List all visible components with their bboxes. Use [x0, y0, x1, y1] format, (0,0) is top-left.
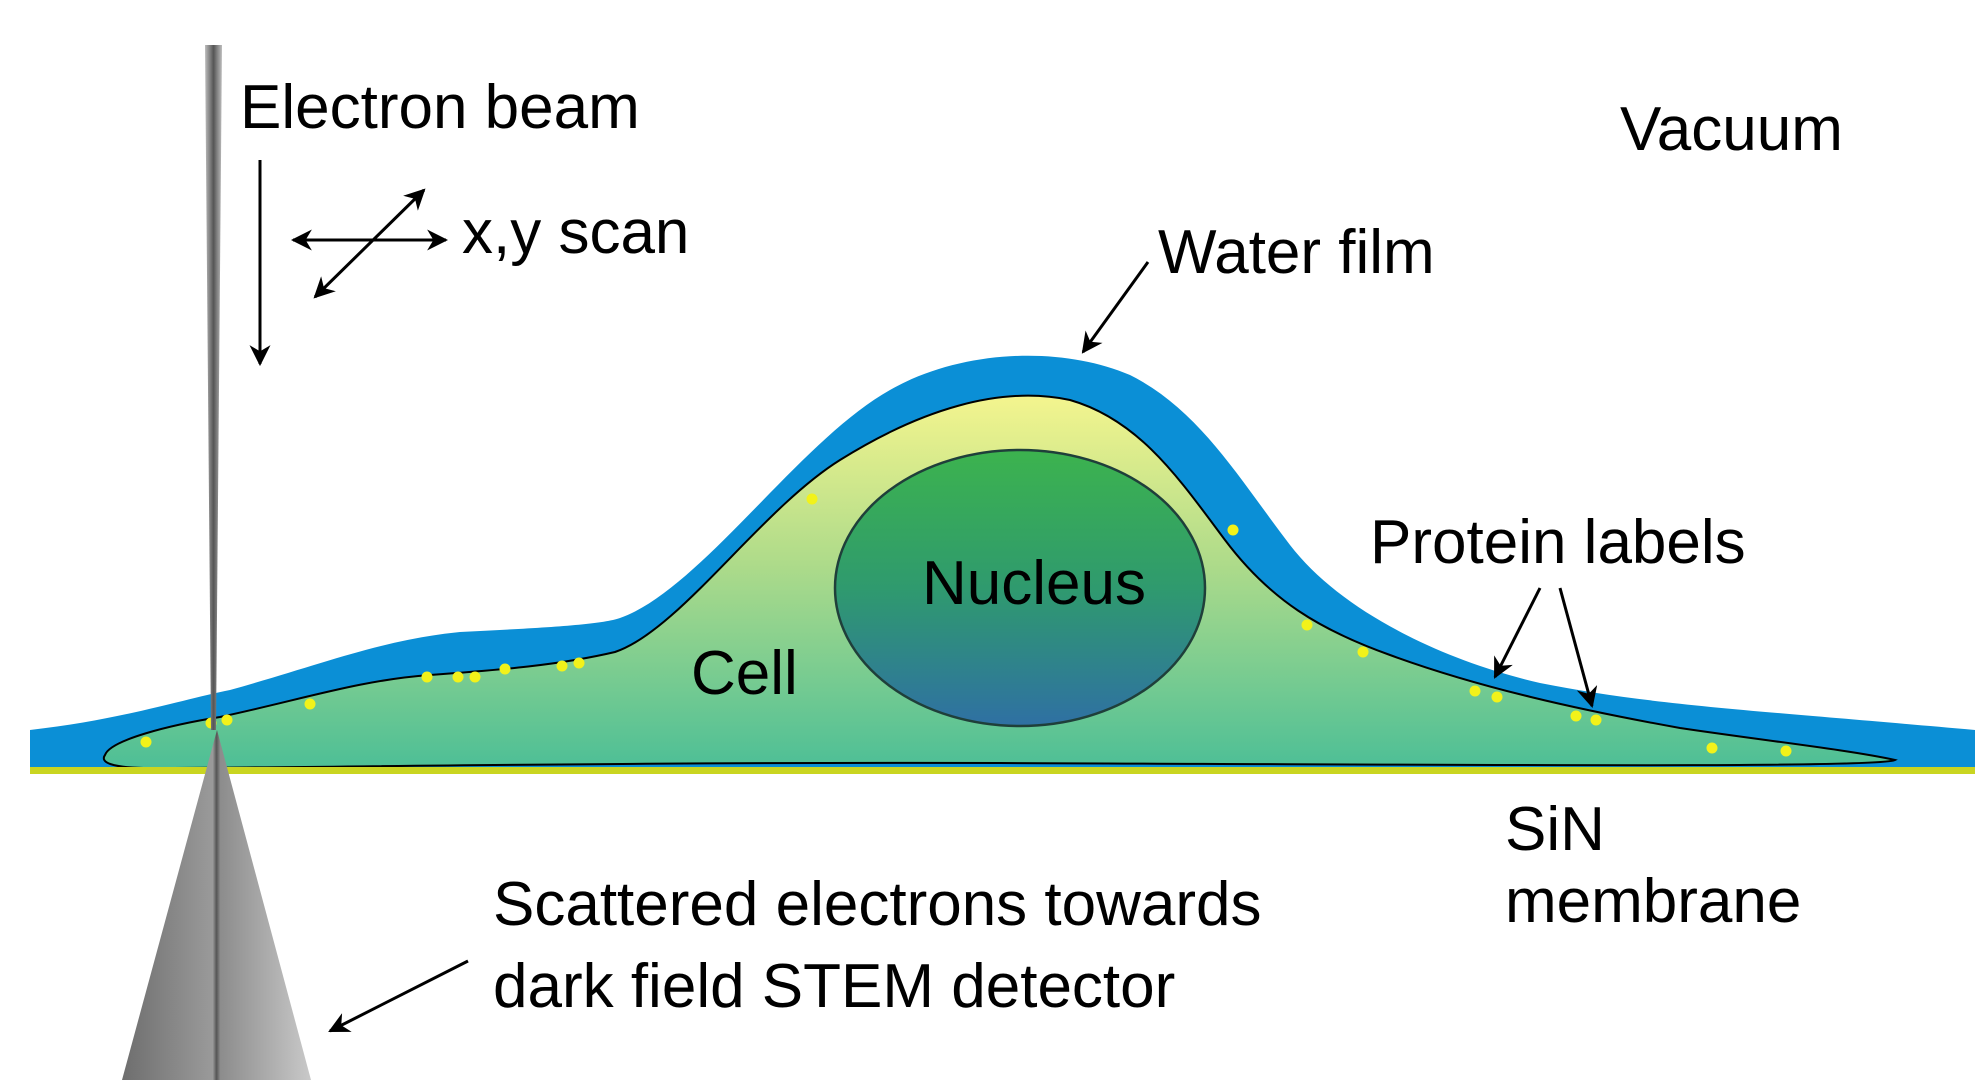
protein-dot	[452, 671, 464, 683]
scattered-label-line1: Scattered electrons towards	[493, 870, 1262, 939]
cell-label: Cell	[691, 639, 798, 708]
protein-dot	[221, 714, 233, 726]
protein-dot	[469, 671, 481, 683]
scattered-cone	[122, 730, 311, 1080]
protein-dot	[421, 671, 433, 683]
sin-label-line1: SiN	[1505, 795, 1605, 864]
protein-dots	[140, 493, 1792, 757]
protein-dot	[1357, 646, 1369, 658]
protein-labels-label: Protein labels	[1370, 508, 1746, 577]
protein-dot	[556, 660, 568, 672]
protein-dot	[1590, 714, 1602, 726]
scattered-label-line2: dark field STEM detector	[493, 952, 1175, 1021]
protein-label-arrows	[1493, 587, 1598, 709]
protein-dot	[1780, 745, 1792, 757]
nucleus-label: Nucleus	[922, 549, 1146, 618]
vacuum-label: Vacuum	[1620, 95, 1843, 164]
protein-dot	[1469, 685, 1481, 697]
nucleus	[833, 448, 1207, 728]
protein-dot	[1570, 710, 1582, 722]
water-film-label: Water film	[1158, 218, 1435, 287]
protein-dot	[499, 663, 511, 675]
scan-label: x,y scan	[462, 198, 689, 267]
protein-dot	[573, 657, 585, 669]
scan-arrows	[290, 188, 449, 299]
water-film-arrow	[1081, 261, 1150, 354]
sin-label-line2: membrane	[1505, 867, 1801, 936]
protein-dot	[1491, 691, 1503, 703]
protein-dot	[806, 493, 818, 505]
scattered-arrow	[328, 959, 469, 1033]
electron-beam	[205, 45, 222, 730]
protein-dot	[1227, 524, 1239, 536]
sin-membrane	[30, 767, 1975, 774]
protein-dot	[1706, 742, 1718, 754]
electron-beam-label: Electron beam	[240, 73, 640, 142]
protein-dot	[304, 698, 316, 710]
protein-dot	[1301, 619, 1313, 631]
protein-dot	[140, 736, 152, 748]
